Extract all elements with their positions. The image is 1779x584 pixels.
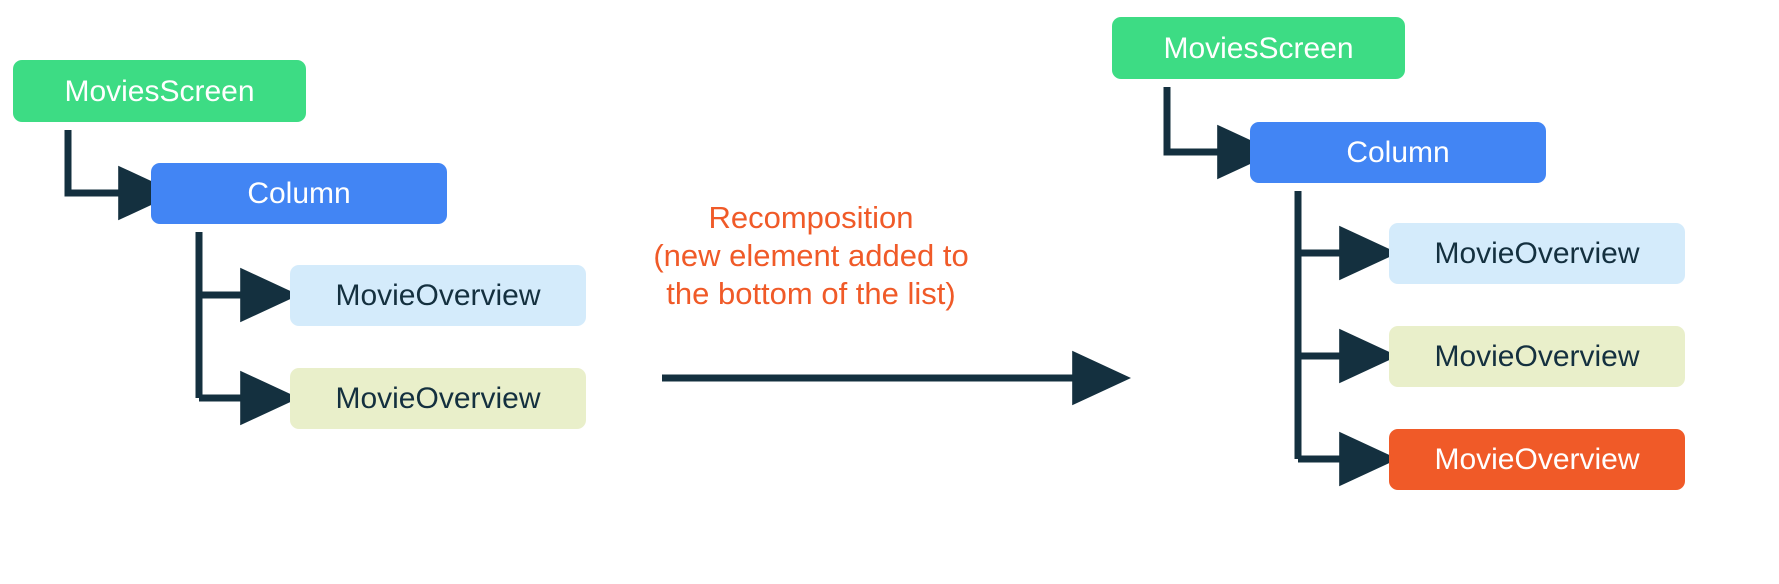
transition-label-group: Recomposition (new element added to the … (653, 200, 968, 311)
right-moviesscreen-box (1112, 17, 1405, 79)
right-movieoverview-3-label: MovieOverview (1434, 443, 1639, 476)
left-movieoverview-1-box (290, 265, 586, 326)
right-node-moviesscreen[interactable]: MoviesScreen (1112, 17, 1405, 79)
left-node-movieoverview-2[interactable]: MovieOverview (290, 368, 586, 429)
transition-label-line-2: (new element added to (653, 238, 968, 273)
left-node-moviesscreen[interactable]: MoviesScreen (13, 60, 306, 122)
transition-label-line-1: Recomposition (708, 200, 913, 235)
left-movieoverview-2-label: MovieOverview (335, 382, 540, 415)
left-moviesscreen-label: MoviesScreen (64, 75, 254, 108)
left-connector-root-to-column (64, 130, 177, 221)
right-movieoverview-2-label: MovieOverview (1434, 340, 1639, 373)
left-node-column[interactable]: Column (151, 163, 447, 224)
right-movieoverview-1-label: MovieOverview (1434, 237, 1639, 270)
right-moviesscreen-label: MoviesScreen (1163, 32, 1353, 65)
left-elbow-arrow-root-column (64, 130, 177, 221)
right-node-movieoverview-1[interactable]: MovieOverview (1389, 223, 1685, 284)
left-column-box (151, 163, 447, 224)
right-node-column[interactable]: Column (1250, 122, 1546, 183)
right-column-label: Column (1346, 136, 1449, 169)
transition-label-line-3: the bottom of the list) (666, 276, 955, 311)
right-node-movieoverview-2[interactable]: MovieOverview (1389, 326, 1685, 387)
left-column-label: Column (247, 177, 350, 210)
right-node-movieoverview-3-new[interactable]: MovieOverview (1389, 429, 1685, 490)
right-movieoverview-1-box (1389, 223, 1685, 284)
left-moviesscreen-box (13, 60, 306, 122)
right-movieoverview-2-box (1389, 326, 1685, 387)
right-column-box (1250, 122, 1546, 183)
right-movieoverview-3-box (1389, 429, 1685, 490)
right-elbow-arrow-root-column (1163, 87, 1276, 180)
left-node-movieoverview-1[interactable]: MovieOverview (290, 265, 586, 326)
left-movieoverview-1-label: MovieOverview (335, 279, 540, 312)
left-movieoverview-2-box (290, 368, 586, 429)
